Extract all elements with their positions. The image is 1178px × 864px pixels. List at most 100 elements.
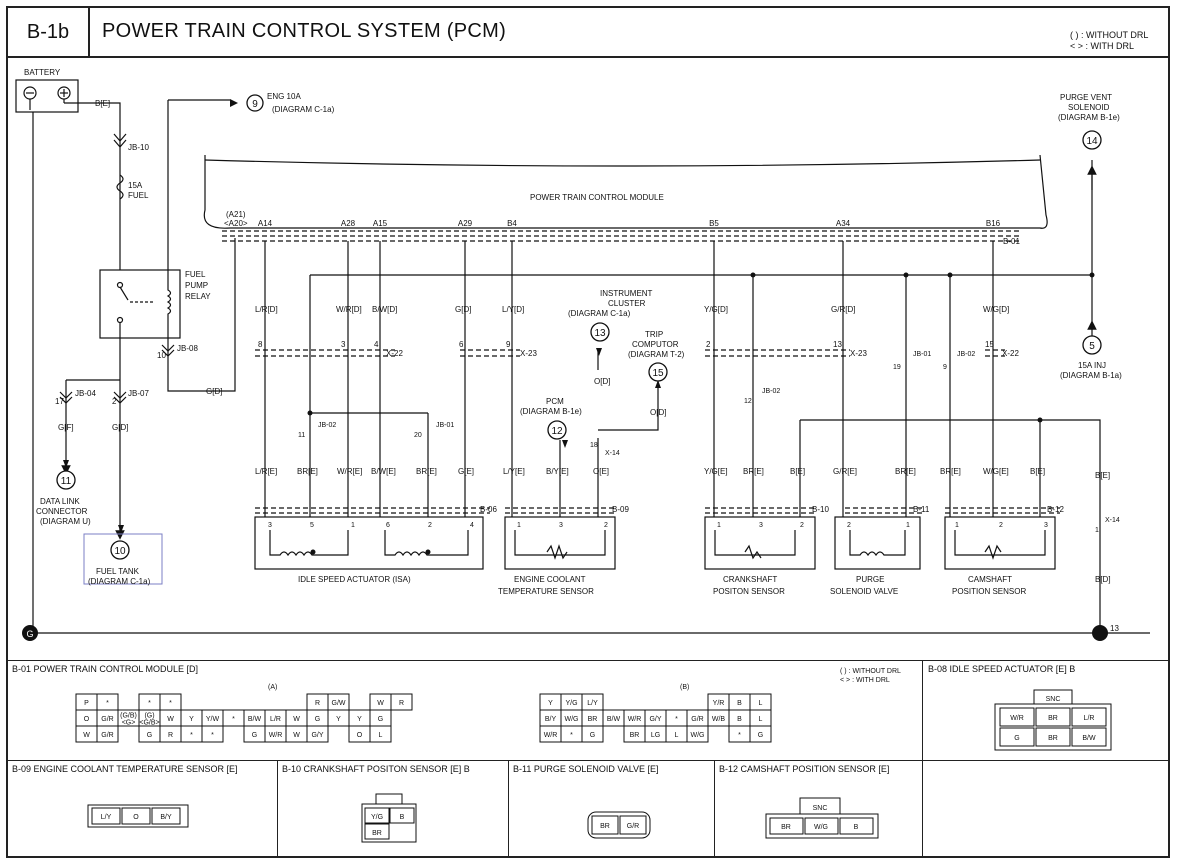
connA-cell-label: * [148, 700, 151, 707]
bottom-wire-label: B[E] [1095, 471, 1110, 480]
b12-lock-label: SNC [813, 805, 828, 812]
eng10a-label: ENG 10A [267, 92, 301, 101]
b09-cell [151, 807, 181, 825]
connB-cell-label: W/G [691, 732, 705, 739]
top-wire-label: Y/G[D] [704, 305, 728, 314]
ref-number-10: 10 [114, 546, 126, 557]
connA-cell [369, 725, 392, 743]
junction-label: 9 [943, 364, 947, 371]
bottom-wire-label: B[E] [1030, 467, 1045, 476]
ground-right-icon [1092, 625, 1108, 641]
top-wire-label: W/G[D] [983, 305, 1009, 314]
connB-cell-label: Y [548, 700, 553, 707]
trip-wire: O[D] [650, 408, 666, 417]
isa-pin-number: 2 [428, 522, 432, 529]
cmp-component [944, 516, 1056, 570]
splice-pin-label: 15 [985, 340, 994, 349]
connB-cell-label: BR [630, 732, 640, 739]
b10-cell-label: B [400, 814, 405, 821]
connA-cell-label: * [190, 732, 193, 739]
ckp-component [704, 516, 816, 570]
inj-label-1: 15A INJ [1078, 361, 1106, 370]
b08-housing [994, 703, 1112, 751]
top-wire-label: W/R[D] [336, 305, 362, 314]
bottom-wire-label: W/R[E] [337, 467, 362, 476]
ref-circle-15 [648, 362, 668, 382]
b09-cell-label: L/Y [101, 814, 112, 821]
instrument-label-1: INSTRUMENT [600, 289, 653, 298]
pcm-alt-pin-2: <A20> [224, 219, 248, 228]
top-wire-label: L/Y[D] [502, 305, 524, 314]
connB-cell [749, 725, 772, 743]
ref-number-15: 15 [652, 368, 664, 379]
b12-cell-label: W/G [814, 824, 828, 831]
b08-cell [1071, 727, 1107, 747]
branch-pin-17: 17 [55, 397, 64, 406]
panel-divider-v1 [922, 660, 923, 856]
splice-pin-label: 8 [258, 340, 263, 349]
pcm-module-title: POWER TRAIN CONTROL MODULE [530, 193, 664, 202]
junction-label: JB-01 [913, 351, 931, 358]
connB-cell-label: LG [651, 732, 660, 739]
ground-num: 13 [1110, 624, 1119, 633]
isa-pin-number: 1 [351, 522, 355, 529]
junction-label: X-14 [1105, 517, 1120, 524]
relay-label-2: PUMP [185, 281, 208, 290]
fuel-tank-label: FUEL TANK [96, 567, 140, 576]
b12-cell-label: BR [781, 824, 791, 831]
ckp-label-2: POSITON SENSOR [713, 587, 785, 596]
panel-b08-title: B-08 IDLE SPEED ACTUATOR [E] B [928, 664, 1076, 674]
b11-cell-label: BR [600, 823, 610, 830]
ground-symbol-label: G [26, 629, 33, 639]
pcm-pin-a28: A28 [341, 219, 356, 228]
b10-cell [364, 807, 390, 824]
instrument-label-3: (DIAGRAM C-1a) [568, 309, 631, 318]
connA-cell-label: W [377, 700, 384, 707]
relay-label-1: FUEL [185, 270, 206, 279]
connA-cell-label: (G/B) [120, 713, 137, 720]
splice-pin-label: 4 [374, 340, 379, 349]
battery-symbol [15, 79, 79, 113]
legend-without-drl: ( ) : WITHOUT DRL [1070, 30, 1149, 40]
ckp-pin-number: 1 [717, 522, 721, 529]
isa-label: IDLE SPEED ACTUATOR (ISA) [298, 575, 411, 584]
pcm-pin-b16: B16 [986, 219, 1001, 228]
header-divider [8, 56, 1170, 58]
branch-jb-04: JB-04 [75, 389, 96, 398]
top-wire-label: G[D] [455, 305, 471, 314]
purge-vent-label-3: (DIAGRAM B-1e) [1058, 113, 1120, 122]
eng10a-ref: (DIAGRAM C-1a) [272, 105, 335, 114]
connA-cell-label: P [84, 700, 89, 707]
bottom-wire-label: B[E] [790, 467, 805, 476]
top-wire-label: G/R[D] [831, 305, 855, 314]
bottom-wire-label: G/R[E] [833, 467, 857, 476]
b10-lock-tab [375, 793, 403, 805]
cmp-label-1: CAMSHAFT [968, 575, 1012, 584]
isa-pin-number: 4 [470, 522, 474, 529]
junction-label: 20 [414, 432, 422, 439]
connA-cell-label: L [379, 732, 383, 739]
connB-cell-label: G/Y [649, 716, 661, 723]
connB-cell-label: * [570, 732, 573, 739]
bottom-wire-label: B[D] [1095, 575, 1111, 584]
connA-cell-label: G [252, 732, 257, 739]
b08-cell [1035, 707, 1071, 727]
connA-cell-label: W [293, 716, 300, 723]
connA-cell-label: <G/B> [139, 720, 159, 727]
b08-cell [1035, 727, 1071, 747]
ref-number-5: 5 [1089, 341, 1095, 352]
purge-vent-label-2: SOLENOID [1068, 103, 1110, 112]
b08-cell-label: BR [1048, 715, 1058, 722]
ref-number-14: 14 [1086, 136, 1098, 147]
b12-cell-label: B [854, 824, 859, 831]
isa-pin-number: 6 [386, 522, 390, 529]
bottom-wire-label: Y/G[E] [704, 467, 728, 476]
connA-cell-label: * [169, 700, 172, 707]
cmp-pin-number: 2 [999, 522, 1003, 529]
splice-pin-label: X-23 [850, 349, 867, 358]
fuel-tank-highlight [83, 533, 163, 585]
connB-cell-label: * [675, 716, 678, 723]
connA-cell-label: R [315, 700, 320, 707]
ect-pin-number: 3 [559, 522, 563, 529]
connA-cell-label: G/W [332, 700, 346, 707]
